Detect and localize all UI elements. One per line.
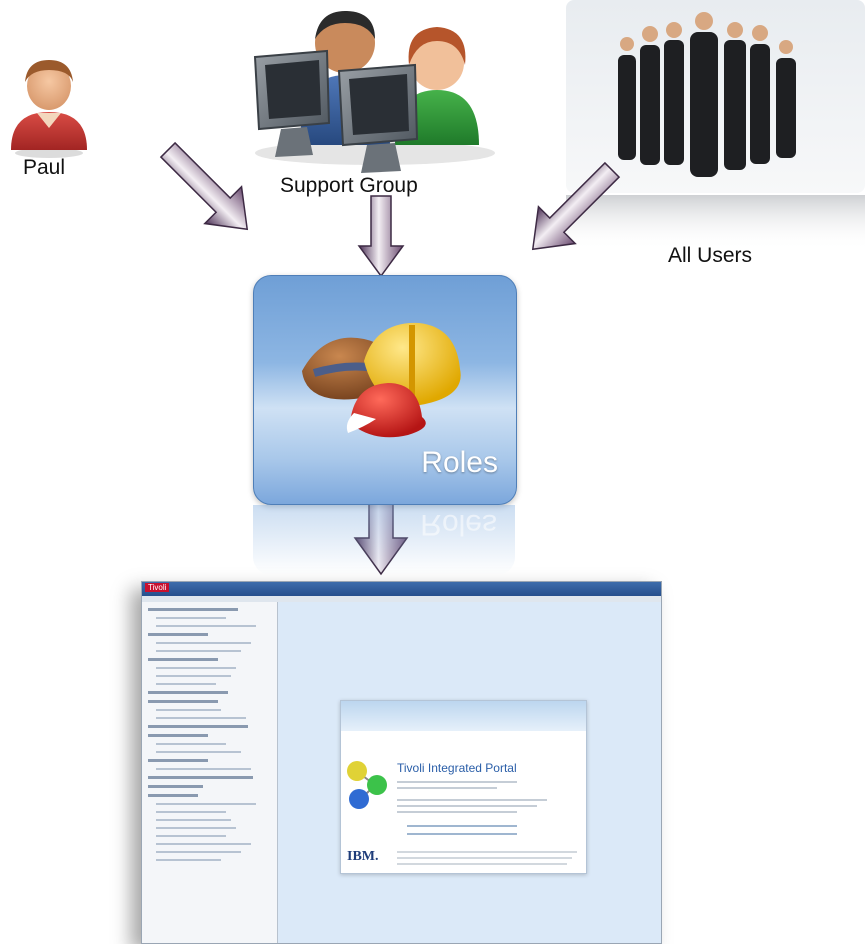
person-icon bbox=[11, 60, 87, 158]
roles-tile: Roles bbox=[253, 275, 517, 505]
portal-title: Tivoli bbox=[145, 583, 170, 592]
arrow-paul-to-roles bbox=[159, 141, 249, 231]
arrow-roles-to-portal bbox=[353, 501, 409, 576]
ibm-logo: IBM. bbox=[347, 849, 379, 864]
portal-topbar: Tivoli bbox=[142, 582, 661, 596]
portal-screenshot: Tivoli bbox=[141, 581, 662, 944]
roles-reflection-label: Roles bbox=[420, 508, 497, 541]
users-photo bbox=[566, 0, 865, 250]
arrow-support-to-roles bbox=[357, 195, 405, 278]
hats-icon bbox=[302, 322, 461, 438]
all-users-label: All Users bbox=[668, 244, 753, 267]
support-group-icon bbox=[253, 10, 495, 173]
about-header bbox=[341, 701, 586, 731]
about-title: Tivoli Integrated Portal bbox=[397, 761, 517, 775]
portal-about-box: Tivoli Integrated Portal IBM. bbox=[340, 700, 587, 874]
roles-reflection: Roles bbox=[253, 505, 515, 575]
paul-label: Paul bbox=[23, 156, 66, 179]
molecule-icon bbox=[347, 761, 387, 809]
roles-label: Roles bbox=[421, 446, 498, 479]
portal-sidebar bbox=[142, 602, 278, 943]
arrow-users-to-roles bbox=[531, 161, 621, 251]
support-group-label: Support Group bbox=[280, 174, 418, 197]
